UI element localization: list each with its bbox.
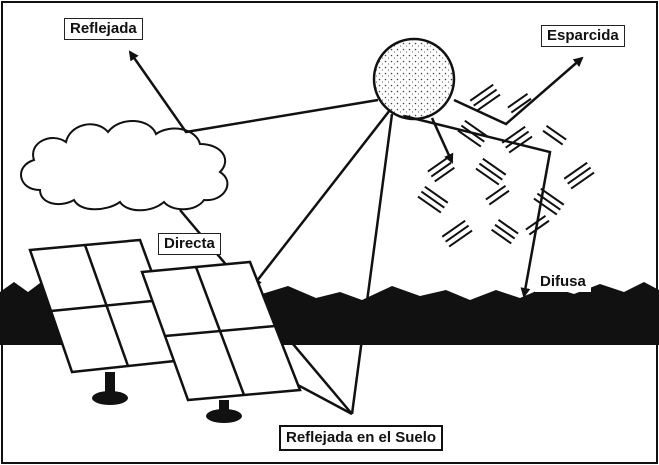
scattered-particles bbox=[417, 83, 595, 248]
label-direct: Directa bbox=[158, 233, 221, 255]
cloud bbox=[20, 119, 229, 212]
panel-stand-back bbox=[92, 372, 128, 405]
label-diffuse: Difusa bbox=[535, 272, 591, 292]
ray-to-ground bbox=[350, 113, 394, 415]
label-ground-reflected: Reflejada en el Suelo bbox=[279, 425, 444, 451]
solar-panel-front bbox=[140, 260, 302, 402]
label-scattered: Esparcida bbox=[541, 25, 625, 47]
ray-scattered bbox=[453, 56, 584, 126]
panel-stand-front bbox=[206, 400, 242, 423]
ray-direct bbox=[251, 109, 391, 288]
ray-reflected bbox=[128, 50, 379, 134]
sun bbox=[372, 37, 456, 121]
ray-diffuse bbox=[403, 114, 552, 298]
label-reflected: Reflejada bbox=[64, 18, 143, 40]
ray-into-scatter bbox=[430, 117, 454, 164]
